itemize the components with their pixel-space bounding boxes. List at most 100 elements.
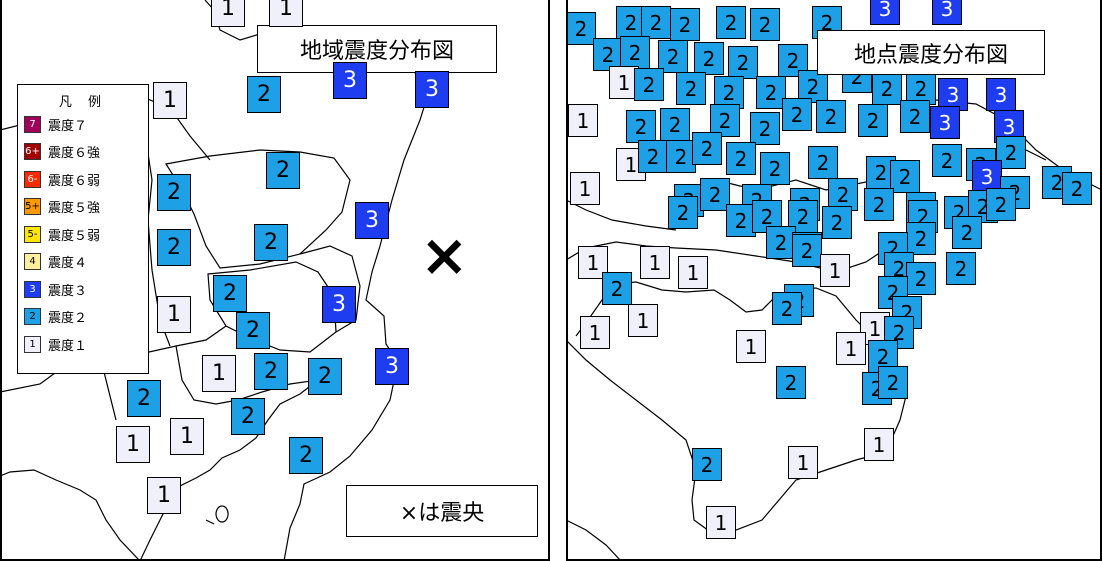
intensity-marker: 2 xyxy=(254,353,288,390)
intensity-marker: 3 xyxy=(355,202,389,239)
intensity-marker: 1 xyxy=(580,316,610,349)
peninsula-coast xyxy=(0,469,141,561)
intensity-marker: 1 xyxy=(568,104,598,137)
legend-item: 6+ 震度６強 xyxy=(24,141,100,163)
intensity-marker: 3 xyxy=(333,62,367,99)
intensity-marker: 1 xyxy=(706,506,736,539)
legend-label: 震度１ xyxy=(48,338,88,354)
intensity-marker: 1 xyxy=(170,418,204,455)
intensity-marker: 2 xyxy=(752,200,782,233)
intensity-marker: 3 xyxy=(986,78,1016,111)
intensity-marker: 2 xyxy=(157,174,191,211)
intensity-marker: 2 xyxy=(127,380,161,417)
intensity-marker: 2 xyxy=(714,76,744,109)
intensity-marker: 1 xyxy=(864,428,894,461)
intensity-marker: 2 xyxy=(593,38,623,71)
intensity-marker: 2 xyxy=(157,229,191,266)
legend-swatch: 5- xyxy=(24,225,41,243)
intensity-marker: 2 xyxy=(996,136,1026,169)
intensity-marker: 1 xyxy=(836,332,866,365)
intensity-marker: 2 xyxy=(858,104,888,137)
legend-swatch: 5+ xyxy=(24,198,41,215)
legend-label: 震度６強 xyxy=(48,146,101,161)
coastline xyxy=(566,519,622,561)
intensity-marker: 2 xyxy=(634,68,664,101)
intensity-marker: 2 xyxy=(766,226,796,259)
intensity-marker: 2 xyxy=(760,152,790,185)
intensity-marker: 2 xyxy=(726,204,756,237)
intensity-marker: 2 xyxy=(641,6,671,39)
bay-coast xyxy=(139,379,319,561)
intensity-marker: 2 xyxy=(772,292,802,325)
intensity-marker: 3 xyxy=(322,286,356,323)
intensity-marker: 2 xyxy=(946,252,976,285)
intensity-marker: 2 xyxy=(952,216,982,249)
intensity-marker: 1 xyxy=(788,446,818,479)
intensity-marker: 2 xyxy=(782,98,812,131)
intensity-marker: 2 xyxy=(247,76,281,113)
legend-swatch: 4 xyxy=(24,253,41,270)
intensity-marker: 2 xyxy=(716,6,746,39)
intensity-marker: 2 xyxy=(906,222,936,255)
prefecture-border xyxy=(165,149,351,269)
intensity-marker: 2 xyxy=(906,72,936,105)
legend-item: 5- 震度５弱 xyxy=(24,223,100,245)
intensity-marker: 2 xyxy=(676,72,706,105)
intensity-marker: 2 xyxy=(668,196,698,229)
legend-title: 凡 例 xyxy=(58,95,108,110)
epicenter-marker: × xyxy=(420,221,469,289)
intensity-marker: 2 xyxy=(822,206,852,239)
legend-item: 5+震度５強 xyxy=(24,196,100,218)
intensity-marker: 2 xyxy=(1062,172,1092,205)
intensity-marker: 1 xyxy=(570,172,600,205)
intensity-marker: 2 xyxy=(890,160,920,193)
legend-swatch: 3 xyxy=(24,280,41,298)
legend-label: 震度５弱 xyxy=(48,228,101,244)
intensity-marker: 3 xyxy=(930,106,960,139)
legend-swatch: 2 xyxy=(24,308,41,325)
legend-label: 震度４ xyxy=(48,256,88,271)
intensity-marker: 2 xyxy=(231,398,265,435)
intensity-marker: 2 xyxy=(750,112,780,145)
intensity-marker: 2 xyxy=(308,358,342,395)
map-title: 地域震度分布図 xyxy=(257,25,497,73)
intensity-marker: 2 xyxy=(816,100,846,133)
intensity-marker: 1 xyxy=(269,0,303,27)
intensity-marker: 2 xyxy=(658,40,688,73)
intensity-marker: 1 xyxy=(211,0,245,27)
intensity-marker: 3 xyxy=(932,0,962,25)
intensity-marker: 2 xyxy=(864,188,894,221)
intensity-marker: 2 xyxy=(213,275,247,312)
intensity-marker: 1 xyxy=(628,304,658,337)
intensity-marker: 1 xyxy=(678,256,708,289)
intensity-marker: 2 xyxy=(660,108,690,141)
legend-label: 震度３ xyxy=(48,283,88,299)
intensity-marker: 2 xyxy=(670,8,700,41)
intensity-marker: 2 xyxy=(878,366,908,399)
intensity-marker: 2 xyxy=(236,312,270,349)
intensity-marker: 2 xyxy=(726,142,756,175)
intensity-marker: 2 xyxy=(692,132,722,165)
intensity-marker: 2 xyxy=(289,437,323,474)
intensity-marker: 2 xyxy=(694,42,724,75)
map-title: 地点震度分布図 xyxy=(817,30,1045,75)
legend-label: 震度７ xyxy=(48,118,88,134)
intensity-marker: 3 xyxy=(415,71,449,108)
legend-swatch: 6- xyxy=(24,170,41,188)
intensity-marker: 1 xyxy=(116,426,150,463)
island xyxy=(205,519,215,525)
intensity-marker: 2 xyxy=(638,140,668,173)
intensity-marker: 2 xyxy=(798,70,828,103)
coastline xyxy=(566,281,907,537)
legend-item: 3 震度３ xyxy=(24,278,87,300)
legend-swatch: 6+ xyxy=(24,143,41,160)
intensity-marker: 2 xyxy=(602,272,632,305)
intensity-marker: 1 xyxy=(820,254,850,287)
intensity-marker: 2 xyxy=(900,100,930,133)
intensity-marker: 1 xyxy=(147,477,181,514)
prefecture-border xyxy=(566,199,677,231)
intensity-marker: 1 xyxy=(736,330,766,363)
